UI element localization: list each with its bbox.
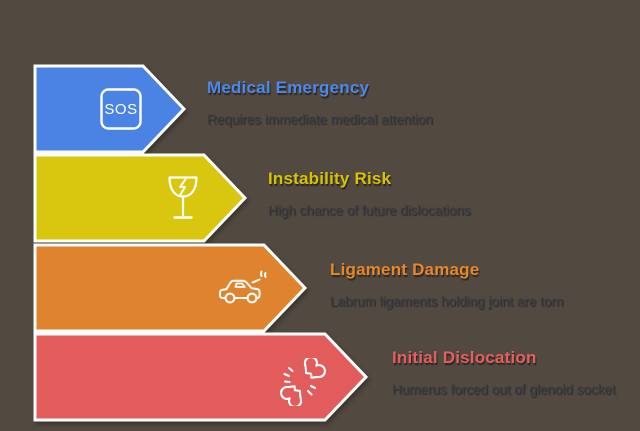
- stage-subtitle-medical-emergency: Requires immediate medical attention: [207, 112, 433, 127]
- stage-title-instability-risk: Instability Risk: [268, 169, 392, 188]
- stage-title-ligament-damage: Ligament Damage: [330, 260, 480, 279]
- stage-subtitle-initial-dislocation: Humerus forced out of glenoid socket: [392, 382, 616, 397]
- stage-title-initial-dislocation: Initial Dislocation: [392, 348, 537, 367]
- broken-car-icon: [216, 268, 270, 308]
- arrow-shape-medical-emergency: [33, 64, 187, 154]
- sos-icon: SOS: [99, 87, 143, 131]
- arrow-shape-ligament-damage: [33, 243, 308, 333]
- arrow-shape-instability-risk: [33, 153, 248, 243]
- stage-title-medical-emergency: Medical Emergency: [207, 78, 370, 97]
- fragile-glass-icon: [166, 174, 200, 224]
- stage-subtitle-ligament-damage: Labrum ligaments holding joint are torn: [330, 294, 564, 309]
- sos-icon-label: SOS: [104, 101, 137, 118]
- broken-bone-icon: [277, 358, 329, 406]
- stage-subtitle-instability-risk: High chance of future dislocations: [268, 203, 471, 218]
